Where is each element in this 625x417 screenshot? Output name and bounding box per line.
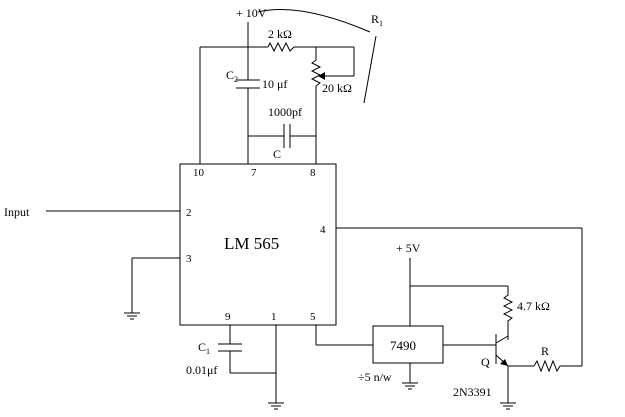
- transistor-label: 2N3391: [453, 385, 492, 399]
- input-label: Input: [4, 205, 30, 219]
- supply-10v-label: + 10V: [236, 6, 267, 20]
- pin-2: 2: [186, 207, 192, 219]
- ground-pin1-icon: [268, 402, 284, 410]
- c-1000pf-label: 1000pf: [268, 105, 302, 119]
- pin-10: 10: [193, 167, 205, 179]
- resistor-2k-label: 2 kΩ: [268, 27, 292, 41]
- pin-9: 9: [225, 311, 231, 323]
- pin5-wire: [315, 325, 373, 346]
- c1-value-label: 0.01μf: [186, 363, 217, 377]
- pin-1: 1: [271, 311, 277, 323]
- resistor-20k-label: 20 kΩ: [322, 81, 352, 95]
- capacitor-c1: [218, 343, 276, 374]
- pin3-wire: [131, 257, 180, 313]
- transistor-q: [495, 334, 509, 403]
- r1-bracket: [257, 9, 371, 33]
- pin-7: 7: [251, 167, 257, 179]
- r1-bracket-right: [363, 35, 377, 104]
- c2-label: C2: [226, 68, 238, 84]
- pin-4: 4: [320, 224, 326, 236]
- resistor-2k: [267, 41, 295, 53]
- c1-label: C1: [198, 340, 210, 356]
- ground-pin3-icon: [124, 312, 140, 320]
- pin-8: 8: [310, 167, 316, 179]
- r1-label: R1: [371, 12, 383, 28]
- chip-label: LM 565: [224, 234, 279, 253]
- emitter-arrow-icon: [500, 359, 508, 366]
- ground-transistor-icon: [500, 402, 516, 410]
- counter-label: 7490: [390, 338, 416, 353]
- pin-3: 3: [186, 253, 192, 265]
- capacitor-c: [248, 124, 316, 148]
- divider-label: ÷5 n/w: [358, 370, 392, 384]
- pin4-feedback-wire: [336, 227, 583, 367]
- c2-value-label: 10 μf: [262, 77, 287, 91]
- lm565-chip: [179, 163, 337, 326]
- resistor-4k7: [502, 286, 514, 340]
- resistor-4k7-label: 4.7 kΩ: [517, 299, 550, 313]
- r-label: R: [541, 344, 549, 358]
- pin-5: 5: [310, 311, 316, 323]
- wiper-arrow-icon: [318, 72, 325, 80]
- capacitor-c2: [236, 79, 260, 164]
- top-rail-wire: [199, 46, 354, 164]
- ground-counter-icon: [402, 382, 418, 390]
- potentiometer-20k: [310, 47, 355, 164]
- resistor-r: [533, 359, 561, 373]
- q-label: Q: [481, 355, 490, 369]
- supply-5v-label: + 5V: [396, 241, 421, 255]
- c-main-label: C: [273, 147, 281, 161]
